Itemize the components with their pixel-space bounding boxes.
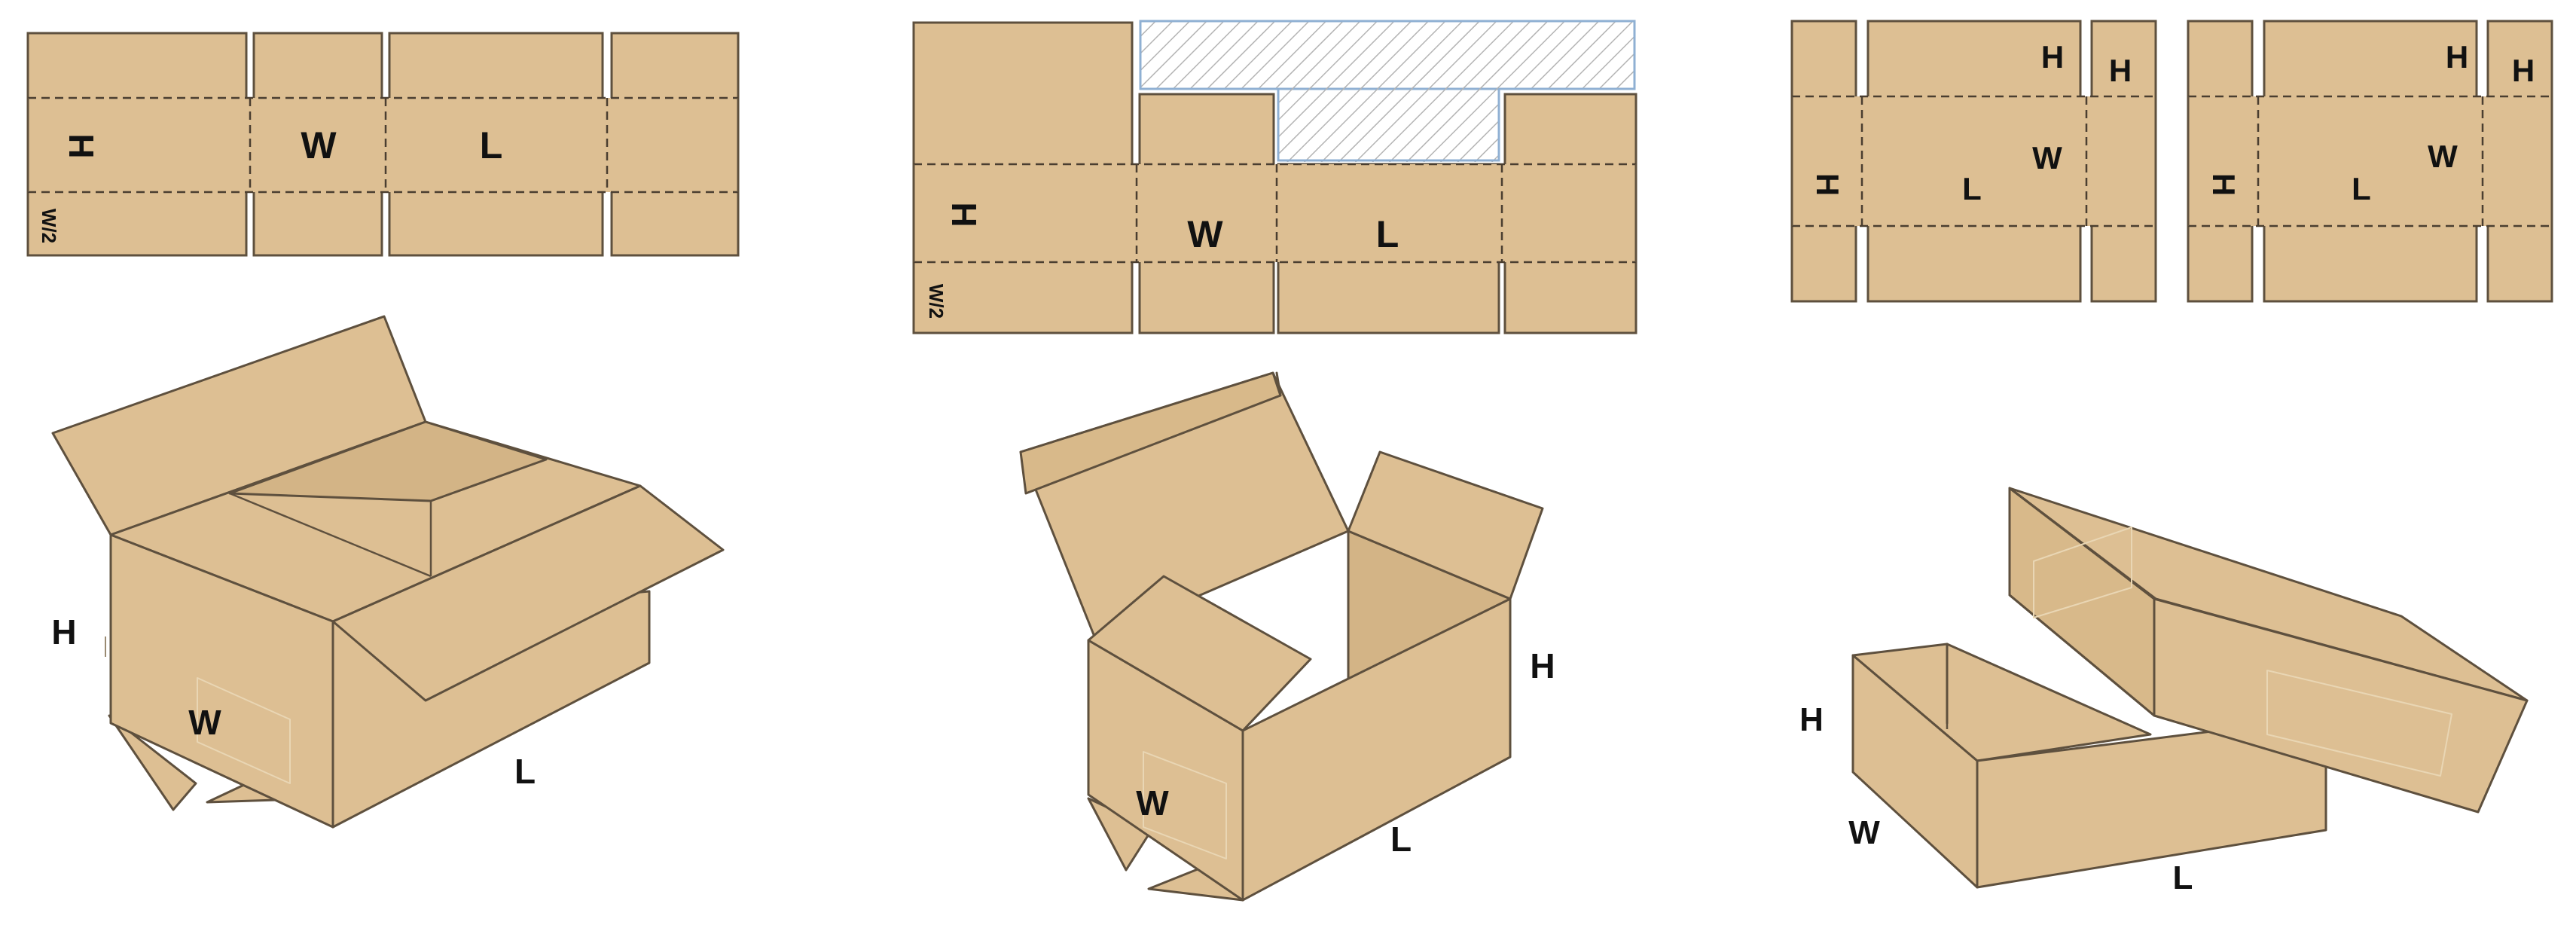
rsc-side-flap-open: [331, 484, 725, 702]
tuck-box-height-label: H: [1530, 646, 1555, 685]
rsc-body-band: [28, 98, 738, 192]
rsc-box-height-label: H: [51, 612, 76, 652]
rsc-flat-length-label: L: [480, 124, 503, 166]
rsc-fold-lines: [28, 96, 738, 194]
tuck-flat-width-label: W: [1187, 213, 1223, 255]
rsc-flat-height-label: H: [62, 133, 101, 158]
tuck-fold-lines: [914, 163, 1636, 264]
lid-flat-length-label: L: [2352, 171, 2371, 206]
lid-flat-height-b: H: [2512, 53, 2535, 88]
lid-flat-layout: [2187, 20, 2553, 303]
tuck-label-area: [1143, 751, 1227, 859]
tray-flat-height-a: H: [2041, 39, 2064, 75]
rsc-flat-width-label: W: [301, 124, 337, 166]
tuck-front-flap: [1087, 575, 1312, 732]
tuck-side-flap: [1347, 450, 1544, 600]
tray-flat-length-label: L: [1962, 171, 1982, 206]
tuck-flat-layout: [912, 20, 1637, 334]
lid-flat-width-label: W: [2428, 139, 2458, 174]
tray-box-height-label: H: [1799, 701, 1824, 738]
rsc-inner-wall: [228, 420, 548, 502]
tuck-box-3d: [1019, 371, 1544, 902]
tray-box-length-label: L: [2173, 859, 2193, 896]
tuck-long-side: [1241, 597, 1512, 902]
rsc-box-length-label: L: [514, 752, 536, 791]
tuck-box-length-label: L: [1390, 820, 1412, 859]
tray-lid-box-3d: [1851, 487, 2529, 889]
tray-flat-height-b: H: [2109, 53, 2132, 88]
tray-flat-layout: [1790, 20, 2157, 303]
tuck-box-width-label: W: [1136, 783, 1169, 823]
rsc-label-area: [197, 677, 291, 784]
lid-label-area-side: [2266, 670, 2452, 777]
lid-label-area-end: [2033, 527, 2132, 618]
lid-fold-lines: [2188, 95, 2552, 227]
tray-fold-lines: [1792, 95, 2156, 227]
tuck-flat-height-label: H: [945, 202, 984, 227]
tray-flat-width-label: W: [2032, 140, 2062, 176]
lid-flat-height-side: H: [2206, 173, 2242, 196]
rsc-short-side: [109, 533, 334, 829]
lid-flat-height-a: H: [2446, 39, 2468, 75]
tuck-flat-flap-label: W/2: [925, 284, 948, 319]
rsc-box-width-label: W: [188, 703, 221, 742]
rsc-flat-layout: [26, 32, 740, 257]
tuck-lid-hatched: [1139, 20, 1636, 90]
rsc-box-3d: [51, 315, 725, 829]
rsc-bottom-flap-left: [108, 714, 197, 811]
tuck-flat-length-label: L: [1376, 213, 1399, 255]
rsc-flat-flap-label: W/2: [38, 209, 60, 243]
tray-flat-height-side: H: [1810, 173, 1845, 196]
tray-box-width-label: W: [1848, 814, 1880, 851]
